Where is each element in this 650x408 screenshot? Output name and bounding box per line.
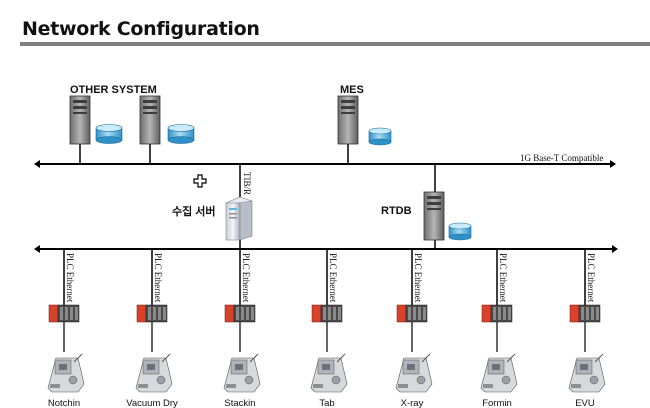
server-tower-icon — [337, 95, 359, 145]
plc-module-icon — [48, 304, 80, 323]
station-name: Vacuum Dry — [126, 398, 178, 408]
plc-ethernet-label: PLC Ethernet — [498, 253, 508, 303]
database-cylinder-icon — [95, 124, 123, 144]
plc-module-icon — [311, 304, 343, 323]
machine-equipment-icon — [310, 353, 348, 393]
rtdb-label: RTDB — [381, 205, 412, 217]
machine-equipment-icon — [47, 353, 85, 393]
station-name: EVU — [575, 398, 595, 408]
page-title: Network Configuration — [22, 18, 260, 40]
station-name: X-ray — [401, 398, 424, 408]
plc-module-icon — [136, 304, 168, 323]
database-cylinder-icon — [448, 222, 472, 241]
plc-module-icon — [569, 304, 601, 323]
plc-ethernet-label: PLC Ethernet — [241, 253, 251, 303]
other-system-label: OTHER SYSTEM — [70, 84, 157, 96]
machine-equipment-icon — [135, 353, 173, 393]
other-system-server-2 — [139, 95, 195, 164]
database-cylinder-icon — [167, 124, 195, 144]
station-name: Tab — [319, 398, 334, 408]
plc-ethernet-label: PLC Ethernet — [586, 253, 596, 303]
backbone-network — [34, 160, 616, 168]
move-cursor-icon — [193, 174, 207, 188]
plc-ethernet-label: PLC Ethernet — [153, 253, 163, 303]
collection-server-label: 수집 서버 — [172, 204, 216, 218]
title-underline — [20, 42, 650, 46]
plc-ethernet-label: PLC Ethernet — [413, 253, 423, 303]
server-tower-icon — [69, 95, 91, 145]
database-cylinder-icon — [368, 127, 392, 146]
other-system-server-1 — [69, 95, 123, 164]
machine-equipment-icon — [480, 353, 518, 393]
plc-module-icon — [224, 304, 256, 323]
plc-module-icon — [481, 304, 513, 323]
plc-module-icon — [396, 304, 428, 323]
plc-network-bus — [34, 245, 618, 253]
station-name: Formin — [482, 398, 512, 408]
mes-server — [337, 95, 392, 164]
plc-ethernet-label: PLC Ethernet — [328, 253, 338, 303]
collection-server-icon — [225, 196, 253, 241]
backbone-label: 1G Base-T Compatible — [520, 153, 603, 163]
machine-equipment-icon — [568, 353, 606, 393]
rtdb-server — [423, 191, 472, 241]
machine-equipment-icon — [395, 353, 433, 393]
machine-equipment-icon — [223, 353, 261, 393]
plc-ethernet-label: PLC Ethernet — [65, 253, 75, 303]
server-tower-icon — [423, 191, 445, 241]
mes-label: MES — [340, 84, 364, 96]
station-name: Stackin — [224, 398, 255, 408]
tibr-label: TIB/R — [242, 172, 252, 195]
station-name: Notchin — [48, 398, 80, 408]
server-tower-icon — [139, 95, 161, 145]
